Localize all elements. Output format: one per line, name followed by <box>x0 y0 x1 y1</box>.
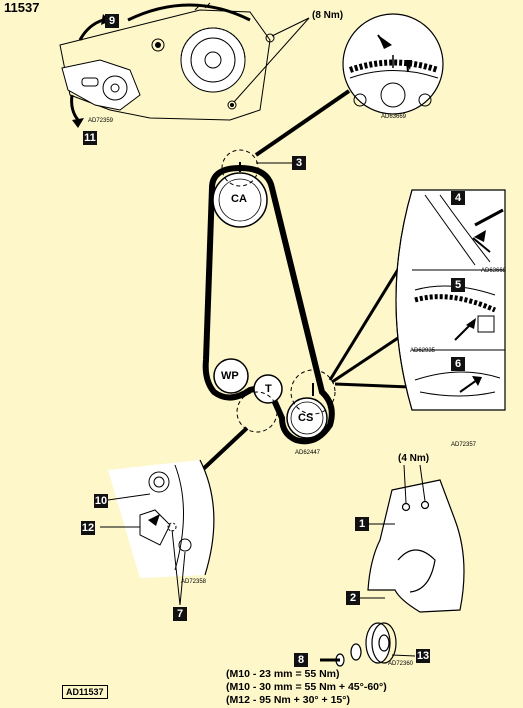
callout-2: 2 <box>346 591 360 605</box>
callout-7: 7 <box>173 607 187 621</box>
callout-8: 8 <box>294 653 308 667</box>
callout-11: 11 <box>83 131 97 145</box>
crank-mark-circle <box>290 369 336 415</box>
torque-tensioner-bolt: (8 Nm) <box>312 10 344 21</box>
page-id: 11537 <box>4 0 40 15</box>
callout-5: 5 <box>451 278 465 292</box>
code-tensioner-detail: AD72358 <box>181 579 207 585</box>
callout-13: 13 <box>416 649 430 663</box>
label-camshaft: CA <box>231 193 247 205</box>
torque-cover-bolts: (4 Nm) <box>398 453 430 464</box>
pulley-tensioner <box>253 374 283 404</box>
code-detail-6: AD72357 <box>451 442 477 448</box>
label-crankshaft: CS <box>298 412 314 424</box>
belt-route <box>202 164 335 445</box>
tensioner-detail-illustration <box>100 459 215 606</box>
code-top-left: AD72359 <box>88 118 114 124</box>
code-cam-detail: AD63669 <box>381 114 407 120</box>
cam-detail-leader <box>254 89 351 157</box>
spec-m10-23: (M10 - 23 mm = 55 Nm) <box>226 668 340 680</box>
pulley-water-pump <box>213 358 249 394</box>
arrow-head-11 <box>72 118 84 128</box>
footer-reference: AD11537 <box>62 685 108 699</box>
tensioner-detail-circle <box>236 391 278 433</box>
callout-4: 4 <box>451 191 465 205</box>
crank-pulley-illustration <box>320 622 416 667</box>
right-detail-lens <box>395 189 506 411</box>
detail-4-arrow <box>474 230 486 242</box>
rotation-arrows <box>70 18 104 121</box>
callout-6: 6 <box>451 357 465 371</box>
code-belt-layout: AD62447 <box>295 450 321 456</box>
code-detail-5: AD62935 <box>410 348 436 354</box>
tensioner-detail-leader <box>198 426 249 474</box>
cam-mark-circle <box>221 149 259 187</box>
pulley-crankshaft <box>286 397 328 439</box>
tensioner-detail-arrow <box>148 514 160 526</box>
timing-cover-illustration <box>360 464 465 613</box>
callout-10: 10 <box>94 494 108 508</box>
label-water-pump: WP <box>221 370 239 382</box>
callout-3: 3 <box>292 156 306 170</box>
callout-1: 1 <box>355 517 369 531</box>
spec-m10-30: (M10 - 30 mm = 55 Nm + 45°-60°) <box>226 681 387 693</box>
label-tensioner: T <box>265 383 272 395</box>
engine-front-illustration <box>59 2 310 121</box>
callout-12: 12 <box>81 521 95 535</box>
code-detail-4: AD63668 <box>481 268 507 274</box>
callout-9: 9 <box>105 14 119 28</box>
cam-detail-circle <box>342 13 444 115</box>
spec-m12-95: (M12 - 95 Nm + 30° + 15°) <box>226 694 350 706</box>
pulley-camshaft <box>212 172 268 228</box>
code-crank-pulley: AD72360 <box>388 661 414 667</box>
